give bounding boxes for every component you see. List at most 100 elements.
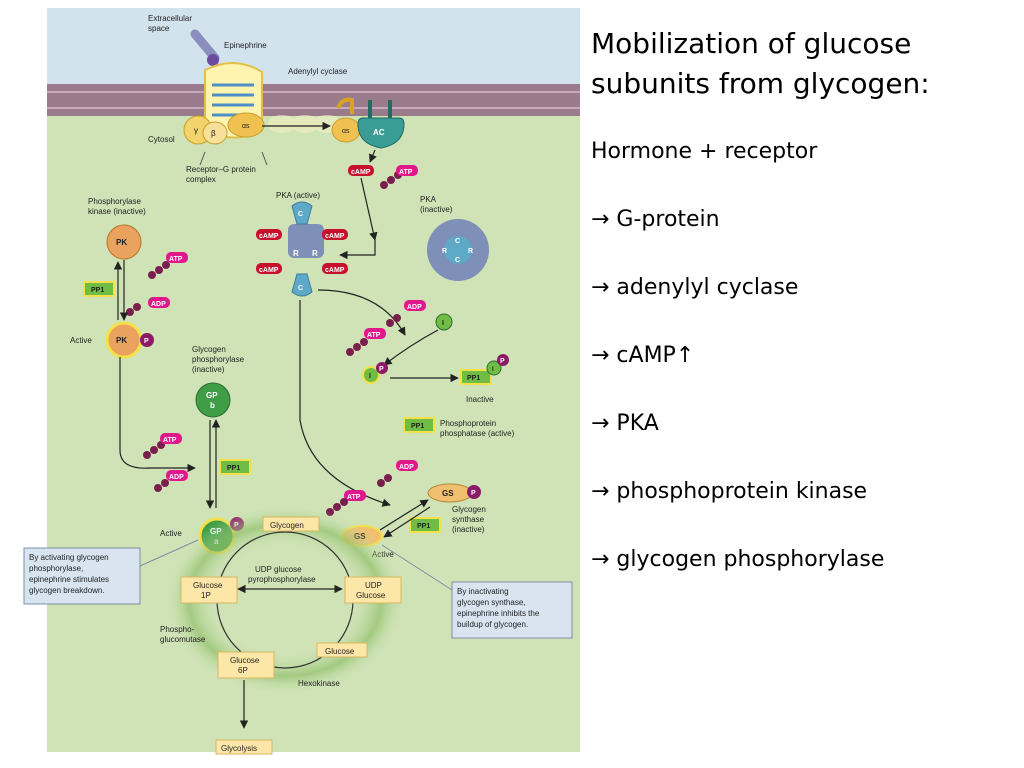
- g-protein-icon: [183, 112, 265, 145]
- g-protein-transit-icon: [268, 115, 341, 133]
- side-text-panel: Mobilization of glucose subunits from gl…: [591, 24, 1011, 614]
- svg-text:I: I: [492, 367, 494, 373]
- svg-text:ATP: ATP: [347, 494, 361, 501]
- pp1-active-label: Phosphoprotein phosphatase (active): [440, 419, 515, 438]
- pka-inactive-icon: [427, 219, 489, 281]
- atp-molecule-icon: ATP: [346, 328, 386, 356]
- pk-inactive-icon: PK: [106, 224, 142, 260]
- svg-text:GS: GS: [442, 489, 454, 498]
- svg-text:P: P: [471, 490, 476, 497]
- pp1-badge: PP1: [403, 417, 435, 433]
- svg-text:cAMP: cAMP: [325, 233, 345, 240]
- pka-r1-label: R: [293, 249, 299, 258]
- alpha-s-label: αs: [242, 123, 250, 130]
- beta-label: β: [211, 129, 216, 138]
- camp-badge: cAMP: [322, 263, 348, 274]
- pp1-inactive-icon: PP1 I P: [460, 354, 509, 385]
- glycogen-box: Glycogen: [262, 516, 320, 532]
- pka-c-bottom-label: C: [298, 285, 303, 292]
- pp1-badge: PP1: [219, 459, 251, 475]
- atp-molecule-icon: ATP: [148, 252, 188, 279]
- svg-text:PP1: PP1: [467, 375, 480, 382]
- slide-title: Mobilization of glucose subunits from gl…: [591, 24, 1011, 104]
- ac-label: AC: [373, 128, 385, 137]
- pka-inactive-r2-label: R: [468, 248, 473, 255]
- svg-text:cAMP: cAMP: [325, 267, 345, 274]
- receptor-complex-label: Receptor–G protein complex: [186, 165, 258, 184]
- svg-text:Glycolysis: Glycolysis: [221, 744, 257, 753]
- hexokinase-label: Hexokinase: [298, 679, 340, 688]
- svg-text:I: I: [442, 320, 444, 327]
- alpha-s-ac-label: αs: [342, 128, 350, 135]
- adenylyl-cyclase-label: Adenylyl cyclase: [288, 67, 348, 76]
- svg-text:ADP: ADP: [169, 474, 184, 481]
- title-line-1: Mobilization of glucose: [591, 27, 912, 60]
- atp-molecule-icon: ATP: [380, 165, 418, 189]
- svg-text:PK: PK: [116, 238, 127, 247]
- svg-text:P: P: [144, 338, 149, 345]
- step-glycogen-phosphorylase: → glycogen phosphorylase: [591, 547, 885, 572]
- svg-text:ADP: ADP: [407, 304, 422, 311]
- camp-badge: cAMP: [256, 263, 282, 274]
- svg-text:ADP: ADP: [151, 301, 166, 308]
- cytosol-label: Cytosol: [148, 135, 175, 144]
- pka-inactive-label: PKA (inactive): [420, 195, 453, 214]
- epinephrine-label: Epinephrine: [224, 41, 267, 50]
- pp1-badge: PP1: [409, 517, 441, 533]
- inactive-label: Inactive: [466, 395, 494, 404]
- glucose-box: Glucose: [316, 642, 368, 658]
- svg-text:Glucose: Glucose: [325, 647, 355, 656]
- epinephrine-icon: [190, 29, 220, 66]
- phosphoglucomutase-label: Phospho- glucomutase: [160, 625, 206, 644]
- note-left-box: By activating glycogen phosphorylase, ep…: [23, 547, 141, 605]
- step-camp: → cAMP↑: [591, 343, 695, 368]
- adp-molecule-icon: ADP: [386, 300, 426, 327]
- gamma-label: γ: [194, 126, 198, 135]
- title-line-2: subunits from glycogen:: [591, 67, 930, 100]
- svg-text:Glycogen: Glycogen: [270, 521, 304, 530]
- svg-text:PP1: PP1: [91, 287, 104, 294]
- pka-r2-label: R: [312, 249, 318, 258]
- svg-text:ATP: ATP: [163, 437, 177, 444]
- svg-text:PP1: PP1: [417, 523, 430, 530]
- adenylyl-cyclase-icon: [331, 97, 405, 149]
- step-pka: → PKA: [591, 411, 659, 436]
- svg-text:P: P: [500, 358, 505, 365]
- svg-text:ATP: ATP: [169, 256, 183, 263]
- step-phosphoprotein-kinase: → phosphoprotein kinase: [591, 479, 868, 504]
- camp-badge: cAMP: [322, 229, 348, 240]
- svg-text:ATP: ATP: [367, 332, 381, 339]
- extracellular-label: Extracellular space: [148, 14, 194, 33]
- camp-badge: cAMP: [256, 229, 282, 240]
- inhibitor-p-icon: I P: [362, 362, 388, 384]
- extracellular-space: [47, 8, 580, 84]
- pka-c-top-label: C: [298, 211, 303, 218]
- adp-molecule-icon: ADP: [154, 470, 188, 492]
- svg-text:PK: PK: [116, 336, 127, 345]
- svg-text:ADP: ADP: [399, 464, 414, 471]
- gs-inactive-icon: GS P: [427, 483, 481, 503]
- udp-pyrophosphorylase-label: UDP glucose pyrophosphorylase: [248, 565, 316, 584]
- svg-text:I: I: [369, 373, 371, 380]
- svg-text:By inactivating glycogen: By inactivating glycogen synthase, epine…: [457, 587, 542, 629]
- pk-active-icon: PK P: [105, 321, 154, 359]
- gs-inactive-label: Glycogen synthase (inactive): [452, 505, 488, 534]
- pka-inactive-r1-label: R: [442, 248, 447, 255]
- pka-active-label: PKA (active): [276, 191, 320, 200]
- svg-text:PP1: PP1: [227, 465, 240, 472]
- pka-inactive-c2-label: C: [455, 257, 460, 264]
- atp-molecule-icon: ATP: [143, 433, 182, 459]
- inhibitor-icon: I: [435, 313, 453, 331]
- svg-text:cAMP: cAMP: [259, 267, 279, 274]
- cell-membrane: [47, 84, 580, 116]
- svg-text:P: P: [379, 366, 384, 373]
- svg-text:PP1: PP1: [411, 423, 424, 430]
- pka-inactive-c1-label: C: [455, 238, 460, 245]
